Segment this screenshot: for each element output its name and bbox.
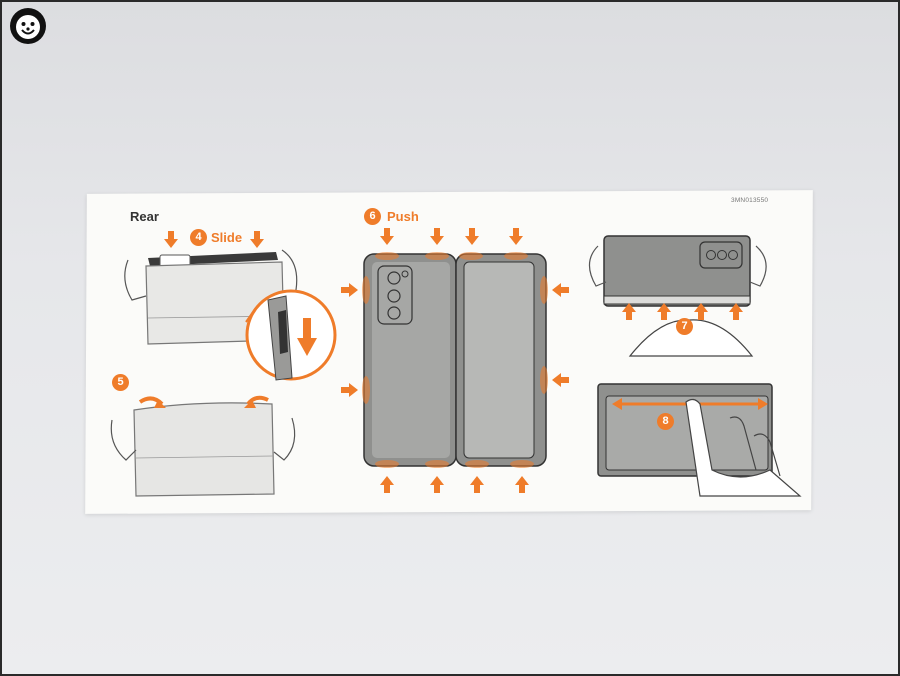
- step-4-illustration: [125, 231, 335, 380]
- step-6-illustration: [341, 228, 569, 493]
- step-8-badge: 8: [657, 413, 674, 430]
- step-5-badge: 5: [112, 374, 129, 391]
- step-7-badge: 7: [676, 318, 693, 335]
- product-code: 3MN013550: [731, 197, 768, 204]
- step-4-label: Slide: [211, 230, 242, 245]
- rear-heading: Rear: [130, 209, 159, 224]
- step-8-illustration: [598, 384, 800, 496]
- step-5-illustration: [111, 398, 294, 496]
- step-6-label: Push: [387, 209, 419, 224]
- step-6-badge: 6: [364, 208, 381, 225]
- step-4-badge: 4: [190, 229, 207, 246]
- step-7-illustration: [589, 236, 766, 356]
